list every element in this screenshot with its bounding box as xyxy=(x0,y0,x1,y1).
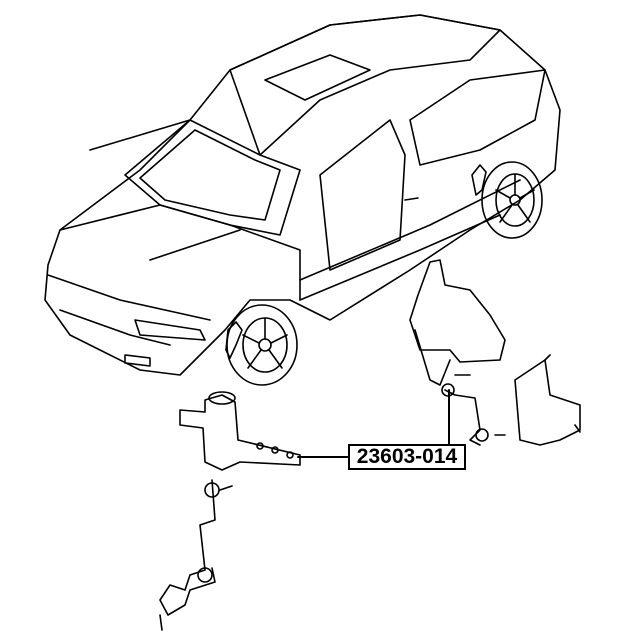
part-number-label: 23603-014 xyxy=(348,444,466,470)
rear-sensor-marker xyxy=(471,164,487,196)
rear-height-sensor xyxy=(409,259,581,446)
car-illustration xyxy=(44,14,561,376)
front-wheel xyxy=(226,304,298,386)
front-height-sensor xyxy=(159,391,301,631)
front-sensor-marker xyxy=(225,321,243,359)
rear-wheel xyxy=(481,161,543,239)
